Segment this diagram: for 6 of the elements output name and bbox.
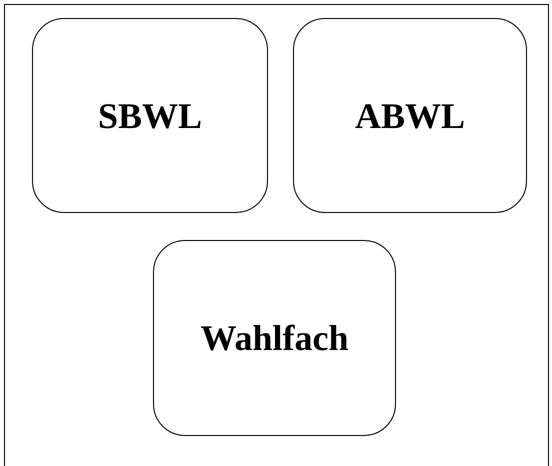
box-label: Wahlfach [200, 317, 349, 359]
rounded-box [153, 240, 396, 436]
box-label: ABWL [354, 94, 466, 136]
box-label: SBWL [98, 94, 202, 136]
rounded-box [293, 18, 527, 213]
rounded-box [32, 18, 268, 213]
